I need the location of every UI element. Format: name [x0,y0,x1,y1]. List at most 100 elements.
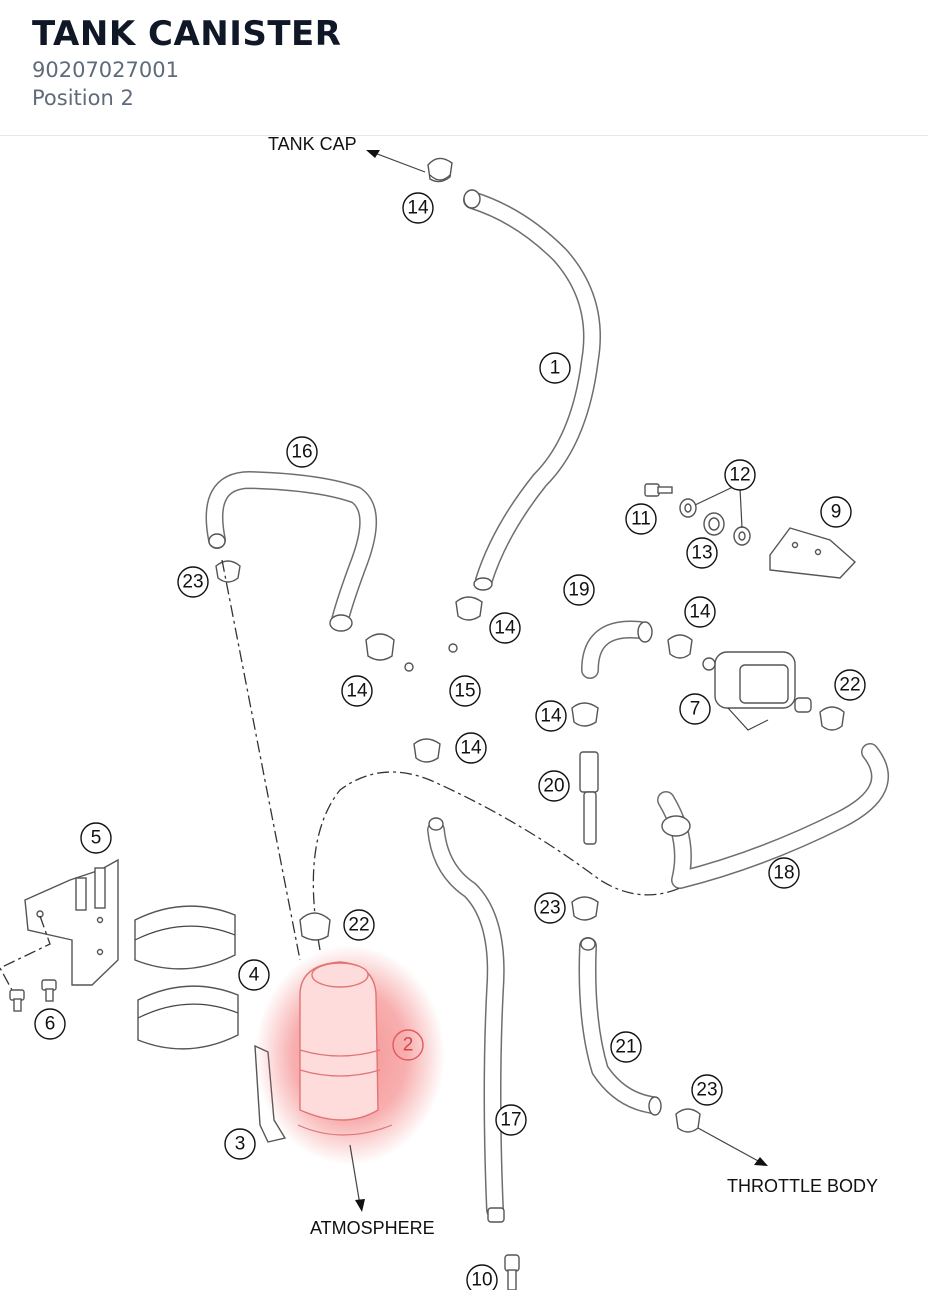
clamp-band-4-lower [137,985,239,1050]
svg-text:3: 3 [235,1134,246,1155]
routing-line-bolts [0,915,51,991]
svg-text:1: 1 [550,358,561,379]
hose-17 [427,817,505,1223]
hose-18 [657,743,889,889]
svg-text:13: 13 [691,543,712,564]
callout-19[interactable]: 19 [563,574,595,606]
hose-21 [578,937,662,1116]
atmosphere-label: ATMOSPHERE [310,1218,435,1238]
grommet-13 [703,512,725,536]
hose-clamp-14-right [667,634,693,659]
hose-clamp-14-left [365,633,395,661]
svg-text:22: 22 [348,915,369,936]
washer-12b [733,526,751,546]
svg-text:10: 10 [471,1270,492,1290]
callout-23-lower[interactable]: 23 [691,1074,723,1106]
callout-14-tank-cap[interactable]: 14 [402,192,434,224]
callout-14-right[interactable]: 14 [684,596,716,628]
position-label: Position 2 [32,86,134,110]
page-header: TANK CANISTER 90207027001 Position 2 [0,0,928,136]
callout-22-right[interactable]: 22 [834,669,866,701]
callout-14-left[interactable]: 14 [341,675,373,707]
bolt-11 [644,483,673,497]
svg-text:14: 14 [540,706,562,727]
callout-21[interactable]: 21 [610,1031,642,1063]
callout-16[interactable]: 16 [286,436,318,468]
svg-text:22: 22 [839,675,860,696]
svg-text:14: 14 [689,602,711,623]
svg-text:6: 6 [45,1014,56,1035]
bracket-5 [24,858,119,986]
hose-clamp-23-lower [675,1108,701,1133]
highlighted-canister-2 [255,945,445,1165]
callout-15[interactable]: 15 [449,675,481,707]
bracket-9 [769,527,857,579]
leader-12a [694,485,736,506]
svg-text:23: 23 [539,898,560,919]
purge-valve-7 [702,651,812,731]
callout-1[interactable]: 1 [539,352,571,384]
hose-clamp-14-center [455,596,483,621]
y-connector-15 [404,643,458,723]
hose-clamp-23-upper [215,560,241,583]
callout-22-canister[interactable]: 22 [343,909,375,941]
hose-clamp-22-right [819,706,845,731]
callout-23-mid[interactable]: 23 [534,892,566,924]
svg-text:19: 19 [568,580,589,601]
callout-18[interactable]: 18 [768,857,800,889]
callout-20[interactable]: 20 [538,770,570,802]
svg-text:11: 11 [631,509,651,530]
routing-line-16 [221,559,301,961]
hose-clamp-top [427,157,453,183]
tank-cap-arrow [366,150,426,173]
callout-12[interactable]: 12 [724,459,756,491]
hose-clamp-23-mid [571,896,599,921]
page-title: TANK CANISTER [32,14,342,54]
svg-text:23: 23 [696,1080,717,1101]
svg-text:12: 12 [729,465,750,486]
svg-text:16: 16 [291,442,312,463]
svg-text:2: 2 [403,1035,414,1056]
atmosphere-arrow [349,1144,365,1212]
hose-clamp-22-canister [299,912,331,941]
hose-16 [205,471,378,632]
bolt-6b [41,979,57,1002]
callout-14-lower[interactable]: 14 [455,732,487,764]
callout-3[interactable]: 3 [224,1128,256,1160]
hose-1 [463,189,601,591]
callout-7[interactable]: 7 [679,693,711,725]
callout-23-upper[interactable]: 23 [177,566,209,598]
svg-text:5: 5 [91,828,102,849]
svg-text:15: 15 [454,681,475,702]
callout-6[interactable]: 6 [34,1008,66,1040]
svg-text:14: 14 [494,618,516,639]
callout-13[interactable]: 13 [686,537,718,569]
svg-text:17: 17 [500,1110,521,1131]
callout-17[interactable]: 17 [495,1104,527,1136]
exploded-parts-diagram: TANK CAP [0,137,889,1290]
callout-11[interactable]: 11 [625,503,657,535]
part-number: 90207027001 [32,58,179,82]
svg-text:7: 7 [690,699,701,720]
callout-14-mid[interactable]: 14 [535,700,567,732]
svg-text:14: 14 [407,198,429,219]
svg-text:14: 14 [460,738,482,759]
throttle-body-arrow [697,1127,768,1166]
throttle-body-label: THROTTLE BODY [727,1176,878,1196]
callout-2-highlighted[interactable]: 2 [392,1029,424,1061]
callout-14-center[interactable]: 14 [489,612,521,644]
svg-text:21: 21 [615,1037,636,1058]
tank-cap-label: TANK CAP [268,137,357,154]
fitting-20 [579,751,599,845]
callout-4[interactable]: 4 [238,959,270,991]
svg-text:23: 23 [182,572,203,593]
callout-9[interactable]: 9 [820,496,852,528]
svg-text:20: 20 [543,776,564,797]
svg-text:18: 18 [773,863,794,884]
washer-12a [679,498,697,518]
callout-10[interactable]: 10 [466,1264,498,1290]
svg-text:4: 4 [249,965,260,986]
svg-text:9: 9 [831,502,842,523]
clamp-band-4-upper [134,905,236,970]
callout-5[interactable]: 5 [80,822,112,854]
